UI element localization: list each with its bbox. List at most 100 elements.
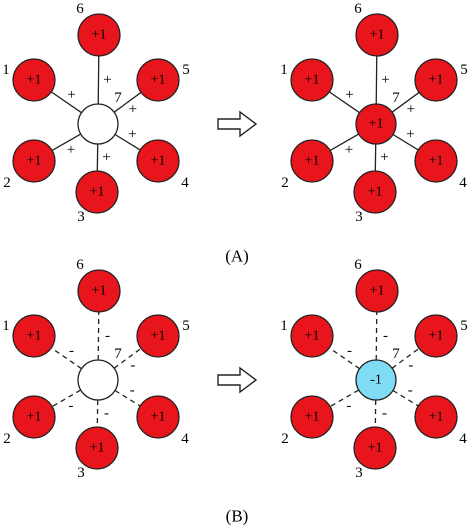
panel-b-before-outer-node-1 xyxy=(12,314,56,358)
panel-b-before-bond-sign-4: - xyxy=(130,383,135,399)
panel-b-before-outer-node-3 xyxy=(75,426,119,470)
panel-b-before-outer-node-4 xyxy=(136,395,180,439)
panel-b-after-outer-charge-3: +1 xyxy=(368,441,383,456)
panel-a-before-outer-index-2: 2 xyxy=(3,175,11,191)
panel-b-before-outer-index-1: 1 xyxy=(2,318,10,334)
panel-a-before-bond-sign-2: + xyxy=(67,142,75,158)
panel-b-before-bond-sign-2: - xyxy=(68,398,73,414)
panel-b-before-outer-index-3: 3 xyxy=(77,465,85,481)
panel-b-caption: (B) xyxy=(226,507,249,526)
panel-b-before-outer-index-6: 6 xyxy=(76,257,84,273)
panel-a-after-bond-2 xyxy=(329,133,360,152)
panel-b-before-outer-index-2: 2 xyxy=(3,431,11,447)
panel-a-after-outer-charge-4: +1 xyxy=(429,154,444,169)
panel-b-after-bond-sign-2: - xyxy=(346,398,351,414)
panel-a-after-center-index: 7 xyxy=(392,90,400,106)
panel-b-after-outer-charge-6: +1 xyxy=(370,284,385,299)
panel-b-before-outer-charge-6: +1 xyxy=(92,284,107,299)
panel-a-after-outer-charge-3: +1 xyxy=(368,185,383,200)
panel-a-after-bond-sign-1: + xyxy=(345,87,353,103)
panel-a-before-bond-sign-6: + xyxy=(103,72,111,88)
panel-b-after-bond-sign-1: - xyxy=(347,343,352,359)
panel-b-after-outer-charge-5: +1 xyxy=(429,329,444,344)
panel-b-after-bond-1 xyxy=(328,347,360,370)
panel-a-after-outer-charge-2: +1 xyxy=(305,154,320,169)
panel-a-before-bond-2 xyxy=(51,133,82,152)
panel-b-before-bond-sign-1: - xyxy=(69,343,74,359)
panel-b-after-bond-2 xyxy=(329,389,360,408)
panel-a-after-outer-charge-6: +1 xyxy=(370,28,385,43)
panel-b-after-outer-node-2 xyxy=(290,395,334,439)
panel-b-before-outer-index-4: 4 xyxy=(181,431,189,447)
panel-a-after-outer-node-5 xyxy=(414,58,458,102)
panel-a-before-outer-index-4: 4 xyxy=(181,175,189,191)
panel-b-after-outer-index-5: 5 xyxy=(460,318,468,334)
panel-b-before-bond-6 xyxy=(97,311,100,361)
panel-a-after-outer-node-6 xyxy=(355,13,399,57)
panel-b-after-bond-6 xyxy=(375,311,378,361)
panel-b-after-bond-sign-4: - xyxy=(408,383,413,399)
panel-a-after-bond-5 xyxy=(391,91,420,113)
panel-a-before-outer-charge-5: +1 xyxy=(151,73,166,88)
panel-b-after-bond-sign-6: - xyxy=(383,328,388,344)
panel-b-before-outer-charge-4: +1 xyxy=(151,410,166,425)
panel-a-before-outer-index-1: 1 xyxy=(2,62,10,78)
panel-a-after-bond-4 xyxy=(392,133,419,151)
panel-a-after-bond-sign-3: + xyxy=(380,150,388,166)
panel-b-before-outer-charge-3: +1 xyxy=(90,441,105,456)
panel-b-before-bond-sign-6: - xyxy=(105,328,110,344)
panel-a-after-outer-charge-1: +1 xyxy=(305,73,320,88)
panel-a-before-bond-4 xyxy=(114,133,141,151)
panel-b-after-bond-5 xyxy=(391,347,420,369)
panel-b-after-center-node xyxy=(355,359,397,401)
panel-a-after-outer-index-1: 1 xyxy=(280,62,288,78)
panel-a-after-bond-sign-2: + xyxy=(345,142,353,158)
panel-b-after-center-index: 7 xyxy=(392,346,400,362)
panel-a-before-outer-charge-1: +1 xyxy=(27,73,42,88)
panel-a-before-bond-6 xyxy=(97,55,100,105)
panel-a-before-bond-sign-1: + xyxy=(67,87,75,103)
panel-a-before-outer-node-6 xyxy=(77,13,121,57)
panel-a-before-center-index: 7 xyxy=(114,90,122,106)
panel-b-after-outer-index-6: 6 xyxy=(354,257,362,273)
panel-a-before-outer-charge-4: +1 xyxy=(151,154,166,169)
panel-b-transform-arrow xyxy=(217,366,258,394)
panel-a-after-outer-index-5: 5 xyxy=(460,62,468,78)
panel-a-after-outer-node-4 xyxy=(414,139,458,183)
panel-b-before-bond-5 xyxy=(113,347,142,369)
panel-b-before-center-node xyxy=(77,359,119,401)
panel-a-after-bond-sign-4: + xyxy=(406,127,414,143)
panel-a-before-outer-index-5: 5 xyxy=(182,62,190,78)
panel-a-before-outer-node-4 xyxy=(136,139,180,183)
panel-b-before-bond-2 xyxy=(51,389,82,408)
panel-b-before-bond-4 xyxy=(114,389,141,407)
panel-b-before-bond-1 xyxy=(50,347,82,370)
panel-b-before-outer-charge-1: +1 xyxy=(27,329,42,344)
panel-a-after-bond-6 xyxy=(375,55,378,105)
panel-a-before-bond-1 xyxy=(50,91,82,114)
panel-a-after-outer-node-3 xyxy=(353,170,397,214)
panel-a-before-outer-node-1 xyxy=(12,58,56,102)
panel-a-before-bond-sign-5: + xyxy=(129,102,137,118)
panel-a-before-bond-sign-4: + xyxy=(128,127,136,143)
panel-b-after-outer-node-6 xyxy=(355,269,399,313)
panel-a-before-bond-5 xyxy=(113,91,142,113)
panel-b-after-outer-node-3 xyxy=(353,426,397,470)
panel-a-after-outer-node-2 xyxy=(290,139,334,183)
panel-a-after-center-node xyxy=(355,103,397,145)
panel-a-after-outer-index-6: 6 xyxy=(354,1,362,17)
panel-b-before-outer-charge-2: +1 xyxy=(27,410,42,425)
panel-a-before-outer-node-2 xyxy=(12,139,56,183)
panel-b-after-outer-charge-1: +1 xyxy=(305,329,320,344)
panel-a-before-outer-charge-3: +1 xyxy=(90,185,105,200)
panel-a-after-outer-index-2: 2 xyxy=(281,175,289,191)
panel-a-after-outer-index-4: 4 xyxy=(459,175,467,191)
panel-a-after-outer-charge-5: +1 xyxy=(429,73,444,88)
panel-b-before-outer-node-2 xyxy=(12,395,56,439)
panel-b-after-bond-sign-5: - xyxy=(408,358,413,374)
panel-b-before-outer-index-5: 5 xyxy=(182,318,190,334)
panel-a-after-outer-index-3: 3 xyxy=(355,209,363,225)
panel-a-after-bond-sign-5: + xyxy=(407,102,415,118)
